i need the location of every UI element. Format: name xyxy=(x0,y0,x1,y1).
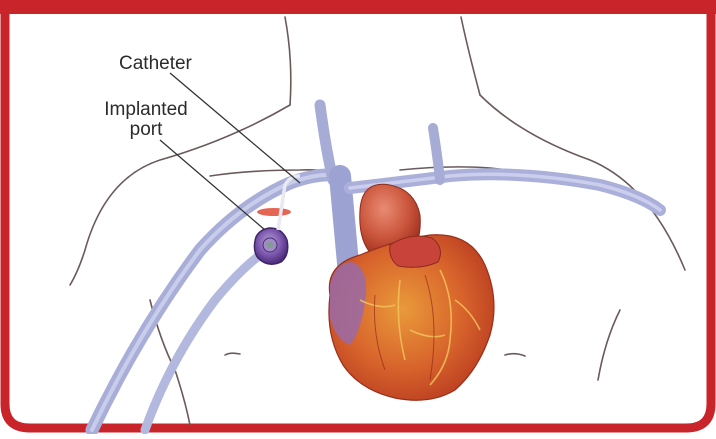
port-label-line2: port xyxy=(80,120,212,140)
port-label-line1: Implanted xyxy=(80,100,212,120)
implanted-port-label: Implanted port xyxy=(80,100,212,140)
frame-top-bar xyxy=(0,0,716,14)
implanted-port-device xyxy=(254,208,291,264)
leader-lines xyxy=(160,73,300,230)
catheter-label: Catheter xyxy=(119,54,192,74)
port-leader-line xyxy=(160,140,265,230)
